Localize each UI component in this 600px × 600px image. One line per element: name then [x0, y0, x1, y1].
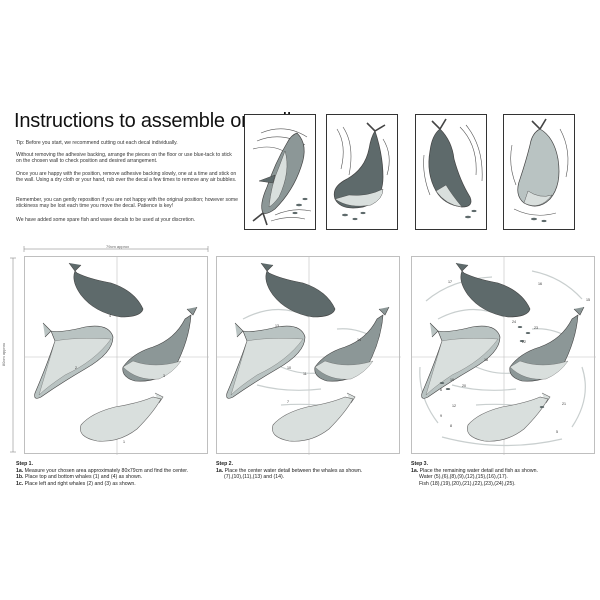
step-1-line-3: 1c. Place left and right whales (2) and … — [16, 480, 136, 487]
step-1-panel: 4 2 3 1 — [24, 256, 209, 455]
step-3-layout-illustration: 17 16 15 24 23 22 18 19 20 6 12 21 8 9 5 — [412, 257, 596, 455]
height-dimension-label: 80cm approx — [1, 342, 7, 367]
step3-piece-number: 19 — [450, 378, 454, 382]
step-1-instructions: Step 1. 1a. Measure your chosen area app… — [16, 461, 188, 487]
step2-piece-number: 10 — [287, 366, 291, 370]
step1-piece-number: 1 — [123, 440, 125, 444]
step3-piece-number: 6 — [440, 388, 442, 392]
step-2-piece-numbers: 13 14 10 11 7 — [275, 324, 361, 404]
step-2-layout-illustration: 13 14 10 11 7 — [217, 257, 401, 455]
step1-piece-number: 2 — [75, 366, 77, 370]
step-3-line-2: Water (5),(6),(8),(9),(12),(15),(16),(17… — [419, 474, 508, 480]
step-1-line-1: 1a. Measure your chosen area approximate… — [16, 467, 189, 474]
instruction-paragraph-3: Remember, you can gently reposition if y… — [16, 197, 238, 210]
step2-piece-number: 11 — [303, 372, 307, 376]
step-1-layout-illustration: 4 2 3 1 — [25, 257, 209, 455]
fish-decals-icon — [439, 326, 545, 408]
step-3-panel: 17 16 15 24 23 22 18 19 20 6 12 21 8 9 5 — [411, 256, 596, 455]
tip-text: Tip: Before you start, we recommend cutt… — [16, 140, 178, 146]
whale-decal-4-icon — [510, 118, 569, 223]
step-1-line-2: 1b. Place top and bottom whales (1) and … — [16, 474, 143, 480]
step2-piece-number: 14 — [357, 338, 361, 342]
decal-card-3 — [415, 114, 487, 230]
step3-piece-number: 18 — [484, 358, 488, 362]
step3-piece-number: 12 — [452, 404, 456, 408]
step-2-line-1: 1a. Place the center water detail betwee… — [216, 467, 363, 474]
instruction-paragraph-2: Once you are happy with the position, re… — [16, 171, 237, 184]
decal-card-4 — [503, 114, 575, 230]
step-3-piece-numbers: 17 16 15 24 23 22 18 19 20 6 12 21 8 9 5 — [440, 280, 590, 434]
step-1-piece-numbers: 4 2 3 1 — [75, 314, 165, 444]
step-3-line-1: 1a. Place the remaining water detail and… — [411, 467, 538, 474]
step-1-heading: Step 1. — [16, 461, 34, 467]
step3-piece-number: 23 — [534, 326, 538, 330]
instruction-paragraph-4: We have added some spare fish and wave d… — [16, 217, 196, 223]
step3-piece-number: 9 — [440, 414, 442, 418]
whale-decal-2-icon — [333, 122, 390, 221]
step-3-line-3: Fish (18),(19),(20),(21),(22),(23),(24),… — [419, 480, 516, 487]
step3-piece-number: 20 — [462, 384, 466, 388]
step-2-heading: Step 2. — [216, 461, 234, 467]
whale-decal-3-icon — [423, 118, 483, 219]
step-2-instructions: Step 2. 1a. Place the center water detai… — [216, 461, 362, 481]
step3-piece-number: 5 — [556, 430, 558, 434]
step3-piece-number: 8 — [450, 424, 452, 428]
step2-piece-number: 7 — [287, 400, 289, 404]
whale-decal-1-icon — [252, 128, 312, 226]
step3-piece-number: 22 — [522, 340, 526, 344]
width-dimension-label: 79cm approx — [106, 244, 130, 249]
step-2-panel: 13 14 10 11 7 — [216, 256, 401, 455]
step1-piece-number: 4 — [109, 314, 111, 318]
decal-card-2 — [326, 114, 398, 230]
step3-piece-number: 24 — [512, 320, 516, 324]
page-title: Instructions to assemble on wall. — [14, 110, 297, 132]
step1-piece-number: 3 — [163, 374, 165, 378]
step-3-instructions: Step 3. 1a. Place the remaining water de… — [411, 461, 538, 487]
step3-piece-number: 21 — [562, 402, 566, 406]
step-2-line-2: (7),(10),(11),(13) and (14). — [224, 474, 285, 480]
step3-piece-number: 16 — [538, 282, 542, 286]
step3-piece-number: 15 — [586, 298, 590, 302]
decal-card-1 — [244, 114, 316, 230]
step-3-heading: Step 3. — [411, 461, 429, 467]
step3-piece-number: 17 — [448, 280, 452, 284]
instruction-paragraph-1: Without removing the adhesive backing, a… — [16, 152, 232, 165]
step2-piece-number: 13 — [275, 324, 279, 328]
